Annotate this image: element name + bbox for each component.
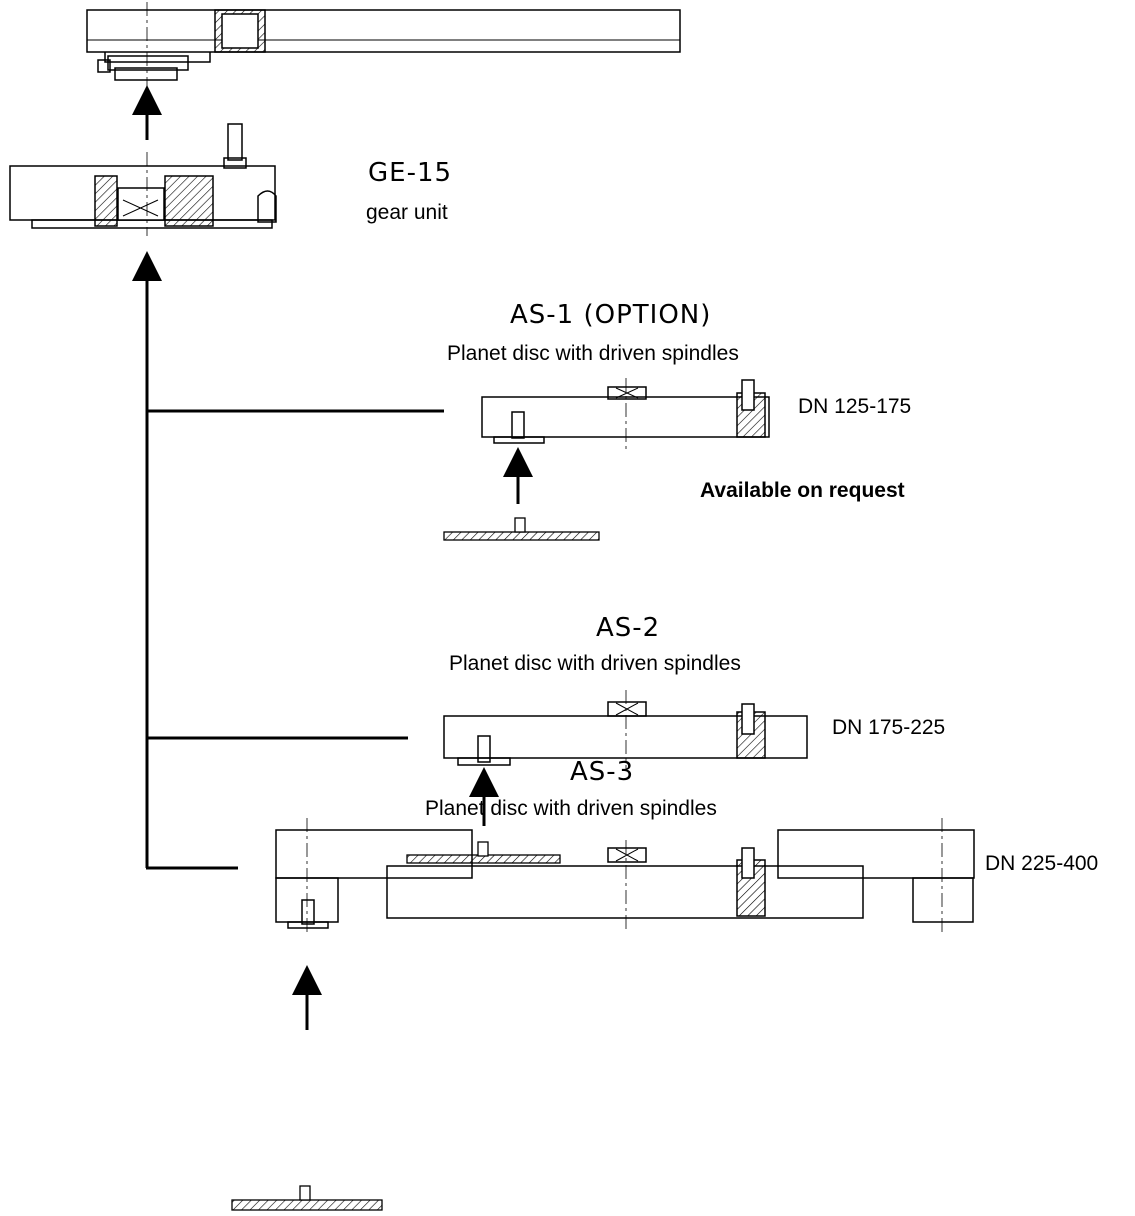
as2-plate-drawing: [406, 841, 561, 864]
gear-unit-drawing: [9, 123, 277, 236]
gear-unit-subtitle: gear unit: [366, 201, 448, 224]
as3-subtitle: Planet disc with driven spindles: [425, 797, 717, 820]
as2-dn-range: DN 175-225: [832, 716, 946, 739]
drive-arm-drawing: [86, 2, 681, 95]
as2-subtitle: Planet disc with driven spindles: [449, 652, 741, 675]
as3-disc-drawing: [275, 818, 975, 936]
as1-plate-drawing: [443, 517, 600, 541]
as1-title: AS-1 (OPTION): [510, 300, 712, 330]
as3-dn-range: DN 225-400: [985, 852, 1099, 875]
as1-disc-drawing: [481, 378, 770, 450]
as2-title: AS-2: [596, 613, 661, 643]
as1-dn-range: DN 125-175: [798, 395, 912, 418]
as3-plate-drawing: [231, 1185, 383, 1211]
as2-disc-drawing: [443, 690, 808, 770]
as1-availability-note: Available on request: [700, 479, 905, 502]
as3-title: AS-3: [570, 757, 635, 787]
as1-subtitle: Planet disc with driven spindles: [447, 342, 739, 365]
gear-unit-title: GE-15: [368, 158, 453, 188]
